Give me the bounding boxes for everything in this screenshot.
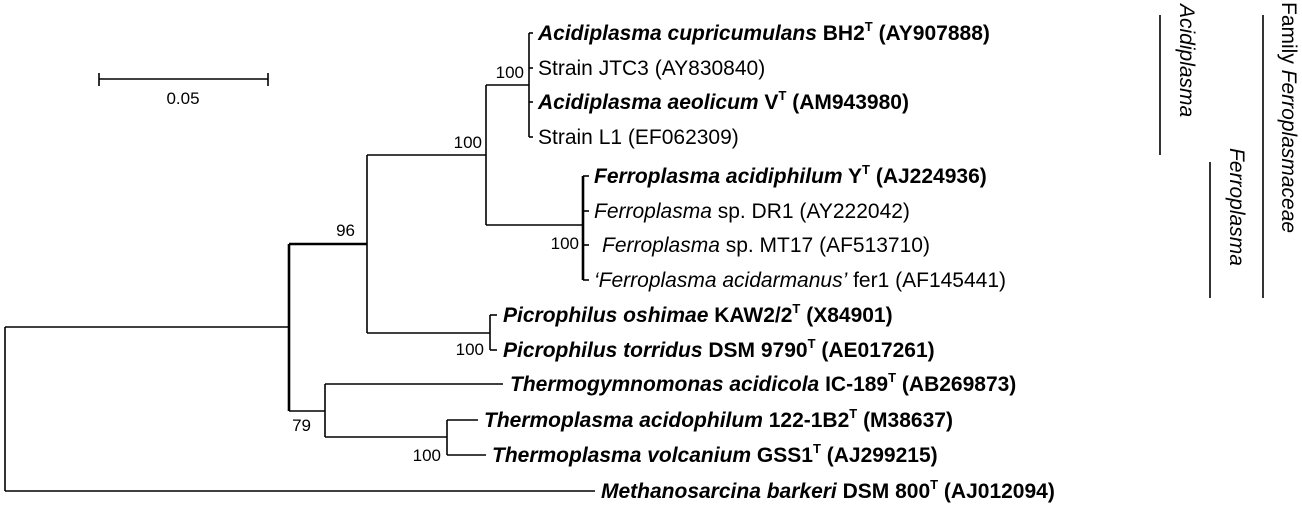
taxon-label-part: Picrophilus torridus [503,339,703,362]
taxon-label: Thermoplasma volcanium GSS1T (AJ299215) [492,441,938,467]
taxon-label: Strain L1 (EF062309) [538,126,739,149]
taxon-label-part: Thermoplasma acidophilum [484,409,763,432]
taxon-label-part: V [759,91,779,114]
taxon-label-part: Strain JTC3 (AY830840) [538,57,765,80]
bootstrap-label: 100 [456,340,484,359]
clade-label-family: Family Ferroplasmaceae [1277,2,1300,233]
type-strain-superscript: T [792,301,800,316]
taxon-label-part: Acidiplasma aeolicum [537,91,759,114]
taxon-label-part: Y [843,165,862,188]
taxon-label: ‘Ferroplasma acidarmanus’ fer1 (AF145441… [594,269,1006,292]
clade-brackets: Acidiplasma Ferroplasma Family Ferroplas… [1159,2,1300,298]
family-prefix: Family [1277,2,1300,70]
taxon-label-part: (AJ299215) [821,444,938,467]
taxon-label-part: Thermogymnomonas acidicola [510,373,820,396]
taxon-label: Acidiplasma aeolicum VT (AM943980) [537,88,909,114]
taxon-label-part: Ferroplasma [602,234,720,257]
taxon-label-part: (M38637) [857,409,953,432]
type-strain-superscript: T [778,88,786,103]
taxon-label-part: BH2 [817,22,865,45]
tree-branches [4,32,595,492]
taxon-label-part: (AJ012094) [938,480,1055,503]
scale-bar-label: 0.05 [166,89,199,108]
taxon-label: Thermoplasma acidophilum 122-1B2T (M3863… [484,406,953,432]
bootstrap-label: 100 [413,446,441,465]
taxon-label-part: (AM943980) [786,91,909,114]
taxon-labels: Acidiplasma cupricumulans BH2T (AY907888… [484,19,1055,503]
taxon-label: Picrophilus oshimae KAW2/2T (X84901) [503,301,893,327]
taxon-label-part: (AE017261) [816,339,935,362]
taxon-label-part: Strain L1 (EF062309) [538,126,739,149]
taxon-label-part: ‘Ferroplasma acidarmanus’ [594,269,848,292]
type-strain-superscript: T [888,370,896,385]
taxon-label-part: sp. MT17 (AF513710) [720,234,930,257]
taxon-label: Thermogymnomonas acidicola IC-189T (AB26… [510,370,1016,396]
taxon-label-part: Ferroplasma acidiphilum [594,165,843,188]
taxon-label: Ferroplasma sp. MT17 (AF513710) [602,234,930,257]
taxon-label-part: (AJ224936) [870,165,987,188]
taxon-label-part: Picrophilus oshimae [503,304,709,327]
type-strain-superscript: T [808,336,816,351]
type-strain-superscript: T [813,441,821,456]
type-strain-superscript: T [865,19,873,34]
taxon-label-part: Methanosarcina barkeri [601,480,838,503]
taxon-label-part: (AY907888) [873,22,990,45]
taxon-label-part: 122-1B2 [763,409,849,432]
taxon-label-part: Ferroplasma [594,200,712,223]
bootstrap-label: 79 [292,416,311,435]
taxon-label-part: Acidiplasma cupricumulans [537,22,817,45]
clade-label-acidiplasma: Acidiplasma [1175,2,1198,117]
type-strain-superscript: T [849,406,857,421]
taxon-label: Ferroplasma acidiphilum YT (AJ224936) [594,162,987,188]
family-name: Ferroplasmaceae [1277,70,1300,233]
clade-label-ferroplasma: Ferroplasma [1225,148,1248,266]
taxon-label-part: GSS1 [751,444,813,467]
taxon-label-part: KAW2/2 [708,304,792,327]
bootstrap-label: 100 [551,234,579,253]
taxon-label: Picrophilus torridus DSM 9790T (AE017261… [503,336,935,362]
bootstrap-label: 100 [496,63,524,82]
taxon-label: Ferroplasma sp. DR1 (AY222042) [594,200,910,223]
taxon-label-part: DSM 9790 [703,339,808,362]
type-strain-superscript: T [862,162,870,177]
scale-bar: 0.05 [98,73,269,108]
taxon-label-part: (AB269873) [896,373,1016,396]
taxon-label-part: DSM 800 [837,480,930,503]
taxon-label-part: fer1 (AF145441) [847,269,1006,292]
type-strain-superscript: T [930,477,938,492]
taxon-label: Acidiplasma cupricumulans BH2T (AY907888… [537,19,990,45]
bootstrap-label: 100 [454,133,482,152]
bootstrap-values: 100 100 96 100 100 79 100 [292,63,579,465]
taxon-label: Strain JTC3 (AY830840) [538,57,765,80]
taxon-label-part: IC-189 [819,373,888,396]
taxon-label-part: Thermoplasma volcanium [492,444,751,467]
taxon-label-part: sp. DR1 (AY222042) [712,200,910,223]
taxon-label-part: (X84901) [800,304,892,327]
taxon-label: Methanosarcina barkeri DSM 800T (AJ01209… [601,477,1055,503]
bootstrap-label: 96 [336,221,355,240]
